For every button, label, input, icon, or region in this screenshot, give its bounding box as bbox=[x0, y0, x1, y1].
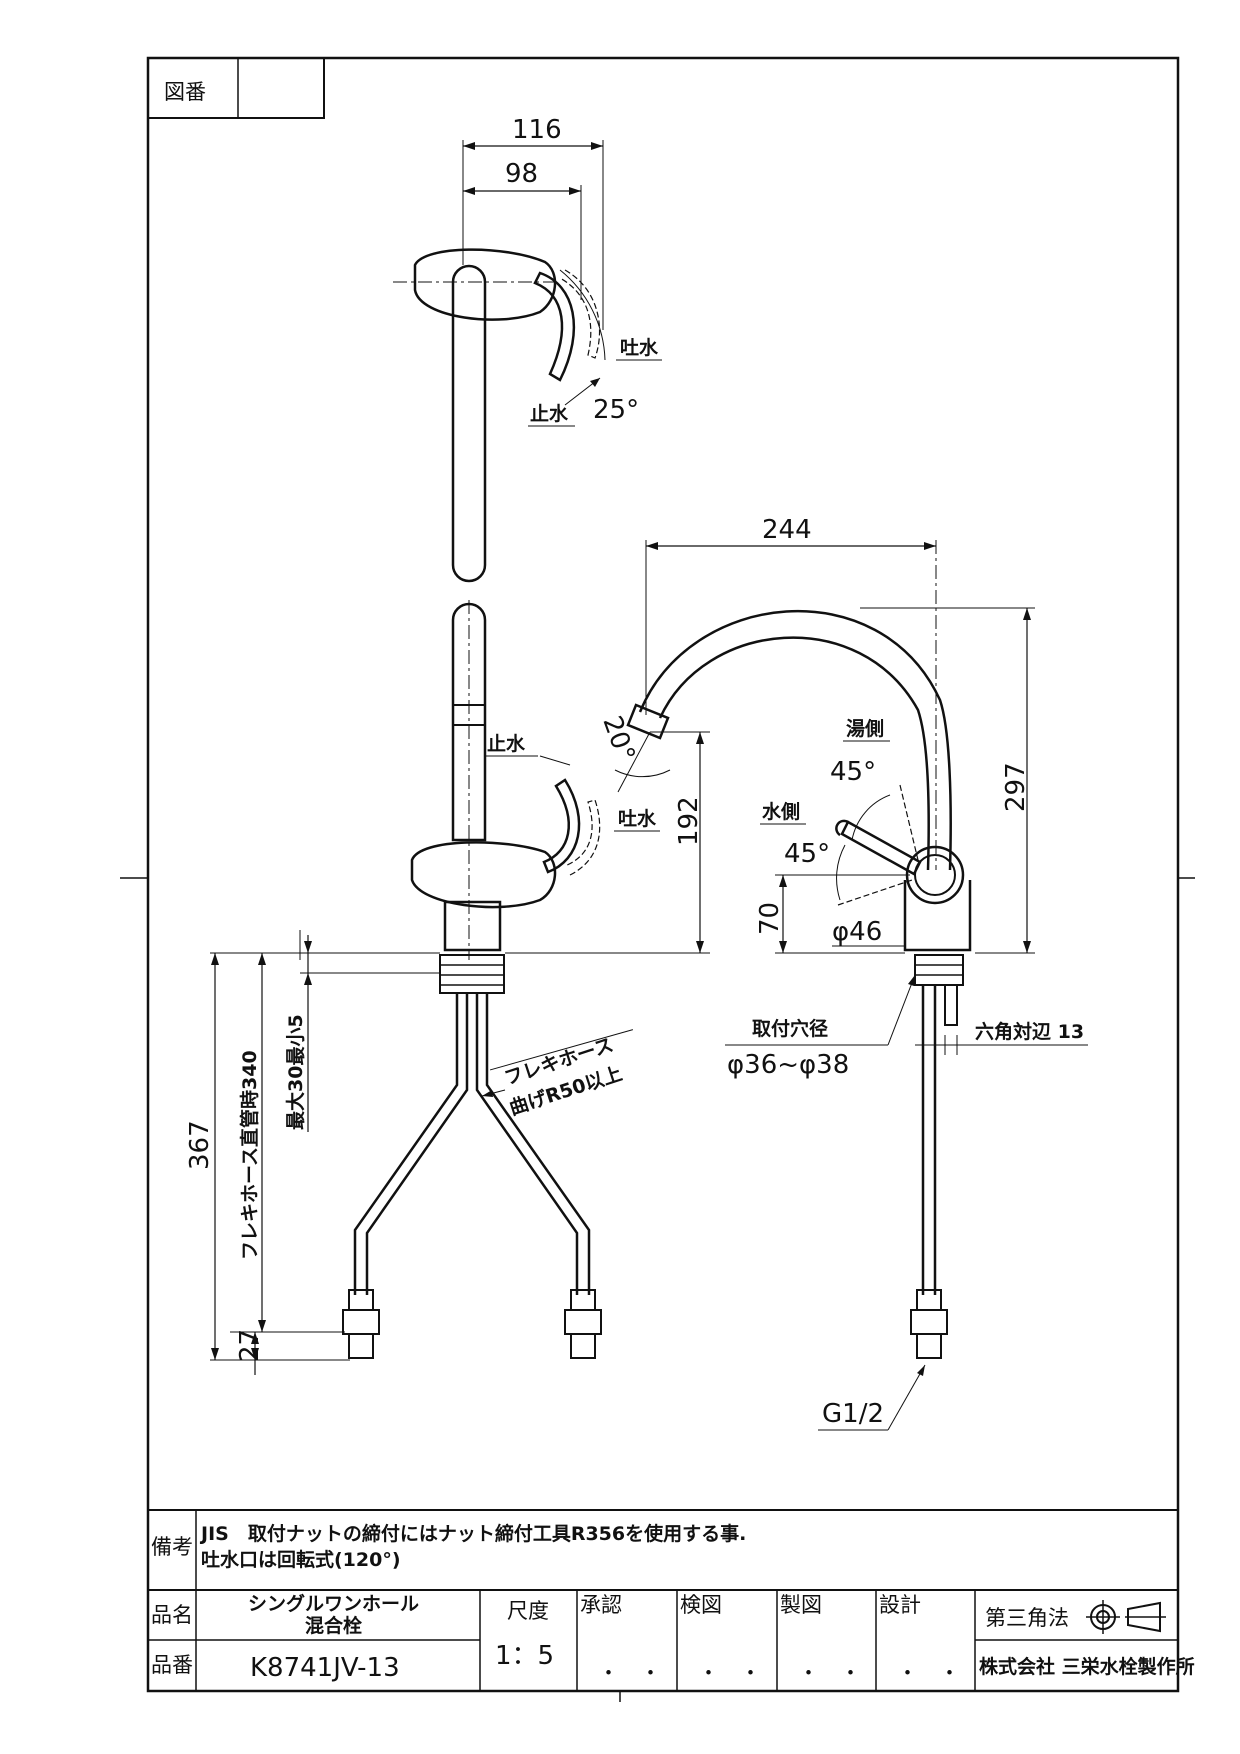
check-sign: ・ ・ bbox=[698, 1661, 761, 1685]
drawn-label: 製図 bbox=[780, 1593, 822, 1617]
product-name-label: 品名 bbox=[151, 1603, 193, 1627]
top-view-spout-body bbox=[451, 264, 487, 583]
side-body bbox=[903, 880, 972, 952]
side-hex-label: 六角対辺 13 bbox=[975, 1020, 1084, 1043]
drawing-number-box: 図番 bbox=[147, 57, 325, 119]
side-dim-70: 70 bbox=[755, 902, 785, 935]
projection-label: 第三角法 bbox=[985, 1606, 1069, 1630]
notes-label: 備考 bbox=[151, 1535, 193, 1559]
front-base-ellipse bbox=[410, 841, 557, 909]
side-label-hot: 湯側 bbox=[846, 718, 884, 740]
notes-section: 備考 JIS 取付ナットの締付にはナット締付工具R356を使用する事. 吐水口は… bbox=[148, 1509, 1178, 1691]
side-view: 244 297 70 φ46 20° 湯側 45° 水側 45° 取付穴径 φ3… bbox=[596, 515, 1088, 1431]
notes-line2: 吐水口は回転式(120°) bbox=[201, 1548, 401, 1571]
side-label-cold: 水側 bbox=[762, 801, 800, 823]
front-fitting-left bbox=[342, 1289, 380, 1359]
third-angle-projection-icon bbox=[1086, 1600, 1166, 1634]
design-label: 設計 bbox=[879, 1593, 921, 1617]
sheet-border bbox=[146, 56, 1180, 1693]
front-dim-hose-range: 最大30最小5 bbox=[284, 1014, 307, 1130]
scale-value: 1：5 bbox=[495, 1641, 554, 1671]
company-name: 株式会社 三栄水栓製作所 bbox=[979, 1655, 1195, 1678]
front-mount-nut bbox=[439, 954, 505, 994]
front-dim-27: 27 bbox=[235, 1329, 265, 1362]
side-thread: G1/2 bbox=[822, 1399, 884, 1429]
side-mount-nut bbox=[914, 954, 964, 986]
side-dim-46: φ46 bbox=[832, 917, 882, 947]
title-block: 品名 シングルワンホール 混合栓 品番 K8741JV-13 尺度 1：5 承認… bbox=[148, 1589, 1195, 1691]
product-no: K8741JV-13 bbox=[250, 1653, 400, 1683]
drawing-number-label: 図番 bbox=[164, 80, 206, 104]
side-hose bbox=[921, 985, 937, 1295]
side-spout-inner bbox=[658, 636, 930, 871]
check-label: 検図 bbox=[680, 1593, 722, 1617]
front-spout-upper bbox=[451, 602, 487, 842]
approve-sign: ・ ・ bbox=[598, 1661, 661, 1685]
front-fitting-right bbox=[564, 1289, 602, 1359]
front-view: 止水 吐水 192 367 フレキホース直管時340 最大30最小5 27 フレ… bbox=[185, 600, 710, 1375]
front-label-stop: 止水 bbox=[487, 733, 526, 755]
side-mount-hole-value: φ36~φ38 bbox=[727, 1050, 849, 1080]
front-lever bbox=[542, 778, 581, 874]
side-angle-cold: 45° bbox=[784, 839, 830, 869]
drawn-sign: ・ ・ bbox=[798, 1661, 861, 1685]
side-dim-297: 297 bbox=[1001, 762, 1031, 812]
product-name-line2: 混合栓 bbox=[305, 1614, 362, 1637]
front-hose-right bbox=[475, 993, 579, 1295]
side-spout-tip bbox=[626, 703, 670, 740]
side-angle-20: 20° bbox=[596, 712, 640, 766]
side-spout-outer bbox=[638, 609, 952, 871]
product-no-label: 品番 bbox=[151, 1653, 193, 1677]
notes-line1: JIS 取付ナットの締付にはナット締付工具R356を使用する事. bbox=[199, 1522, 746, 1545]
front-hose-left bbox=[353, 993, 459, 1295]
side-angle-hot: 45° bbox=[830, 757, 876, 787]
top-label-stop: 止水 bbox=[530, 403, 569, 425]
side-mount-hole-label: 取付穴径 bbox=[752, 1017, 828, 1040]
front-dim-hose-340: フレキホース直管時340 bbox=[238, 1050, 261, 1260]
top-label-spout: 吐水 bbox=[620, 337, 659, 359]
side-fitting bbox=[910, 1289, 948, 1359]
front-dim-192: 192 bbox=[674, 796, 704, 846]
product-name-line1: シングルワンホール bbox=[248, 1592, 419, 1615]
front-dim-367: 367 bbox=[185, 1120, 215, 1170]
top-view: 116 98 吐水 止水 25° bbox=[393, 115, 662, 583]
top-view-lever bbox=[533, 271, 575, 382]
top-angle-25: 25° bbox=[593, 395, 639, 425]
front-body bbox=[443, 900, 502, 952]
approve-label: 承認 bbox=[580, 1593, 622, 1617]
front-label-spout: 吐水 bbox=[618, 808, 657, 830]
side-lever bbox=[840, 820, 922, 876]
top-dim-116: 116 bbox=[512, 115, 562, 145]
side-dim-244: 244 bbox=[762, 515, 812, 545]
scale-label: 尺度 bbox=[507, 1599, 549, 1623]
design-sign: ・ ・ bbox=[897, 1661, 960, 1685]
top-dim-98: 98 bbox=[505, 159, 538, 189]
